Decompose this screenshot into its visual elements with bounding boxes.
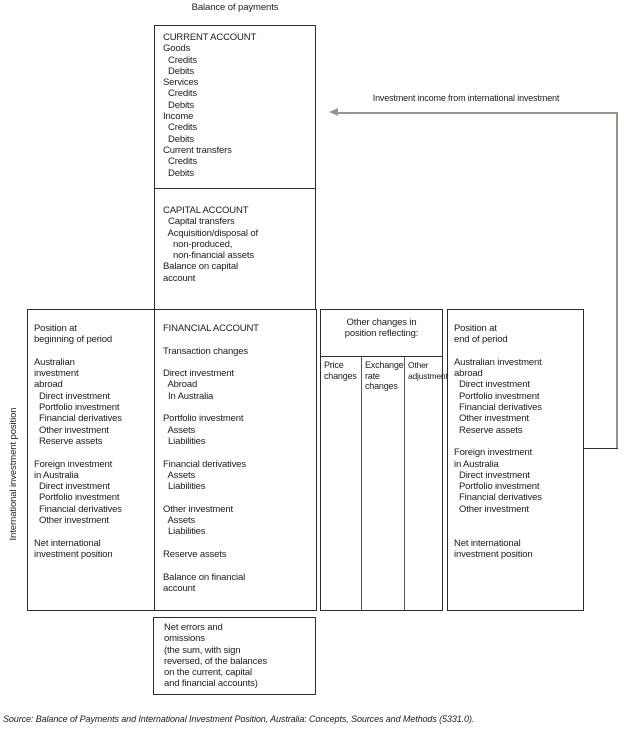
price-changes-column: Price changes [324, 360, 357, 381]
other-changes-box: Other changes in position reflecting: Pr… [320, 309, 452, 611]
investment-income-arrow-shaft-vertical [616, 112, 618, 449]
other-changes-header: Other changes in position reflecting: [321, 310, 442, 357]
capital-account-box: CAPITAL ACCOUNT Capital transfers Acquis… [154, 188, 316, 310]
investment-income-arrow-connector [558, 448, 618, 449]
position-end-lines: Position at end of period Australian inv… [454, 323, 542, 560]
capital-account-lines: CAPITAL ACCOUNT Capital transfers Acquis… [163, 205, 259, 284]
position-end-box: Position at end of period Australian inv… [447, 309, 584, 611]
net-errors-omissions-box: Net errors and omissions (the sum, with … [153, 617, 316, 695]
position-and-financial-box: Position at beginning of period Australi… [27, 309, 317, 611]
investment-income-arrow-label: Investment income from international inv… [372, 93, 560, 103]
source-citation: Source: Balance of Payments and Internat… [3, 714, 475, 724]
net-errors-omissions-lines: Net errors and omissions (the sum, with … [164, 622, 267, 690]
financial-account-lines: FINANCIAL ACCOUNT Transaction changes Di… [163, 323, 259, 594]
exchange-rate-changes-column: Exchange rate changes [361, 357, 404, 611]
international-investment-position-label: International investment position [8, 407, 19, 541]
current-account-box: CURRENT ACCOUNT Goods Credits Debits Ser… [154, 25, 316, 189]
diagram-title: Balance of payments [191, 2, 279, 13]
financial-account-cell: FINANCIAL ACCOUNT Transaction changes Di… [154, 310, 318, 610]
current-account-lines: CURRENT ACCOUNT Goods Credits Debits Ser… [163, 32, 257, 179]
arrow-head-left-icon [329, 108, 338, 116]
investment-income-arrow-shaft-horizontal [337, 112, 618, 114]
other-adjustments-column: Other adjustments [404, 357, 452, 611]
other-changes-columns: Price changes Exchange rate changes Othe… [321, 357, 452, 611]
position-beginning-cell: Position at beginning of period Australi… [28, 310, 154, 610]
position-beginning-lines: Position at beginning of period Australi… [34, 323, 122, 560]
